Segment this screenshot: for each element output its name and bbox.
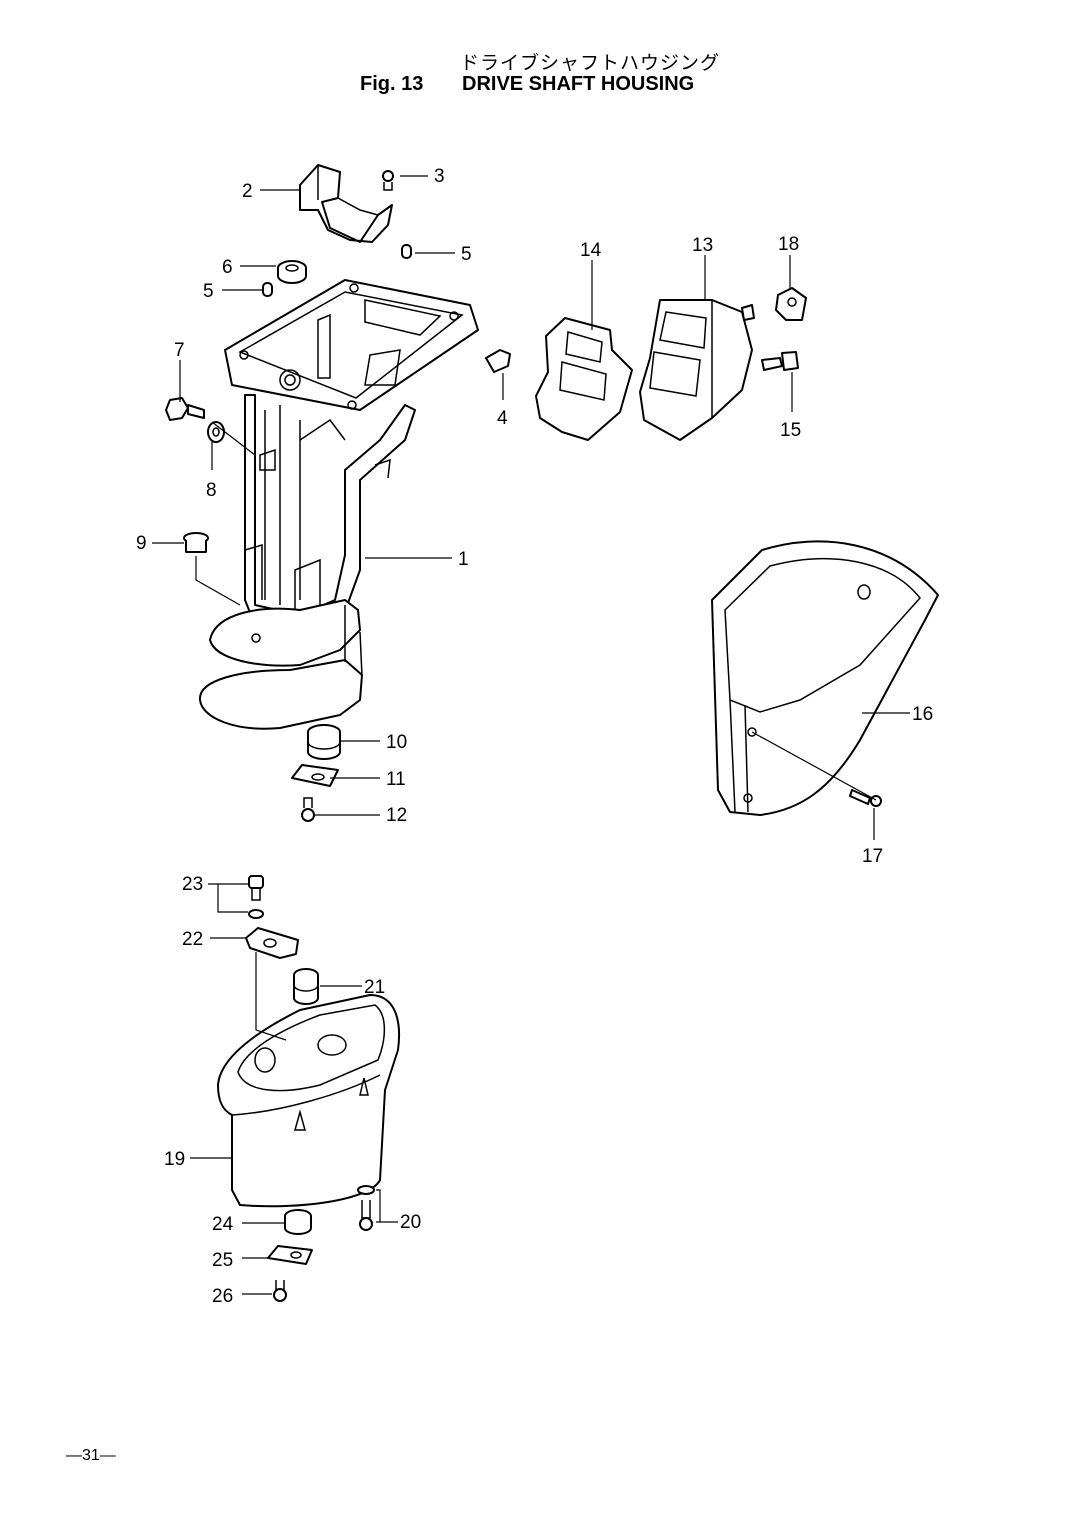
callout-19: 19 <box>164 1149 185 1170</box>
callout-10: 10 <box>386 732 407 753</box>
callout-11: 11 <box>386 769 406 790</box>
part-12-bolt <box>301 797 315 822</box>
part-19-lower-housing <box>217 994 401 1208</box>
part-7-bolt <box>165 397 205 421</box>
callout-26: 26 <box>212 1286 233 1307</box>
part-8-washer <box>207 421 225 443</box>
callout-15: 15 <box>780 420 801 441</box>
callout-1: 1 <box>458 549 469 570</box>
callout-14: 14 <box>580 240 602 261</box>
part-23-bolt <box>248 875 264 919</box>
callout-20: 20 <box>400 1212 421 1233</box>
part-3-screw <box>382 170 394 191</box>
callout-24: 24 <box>212 1214 234 1235</box>
callout-2: 2 <box>242 181 253 202</box>
part-5-pin-left <box>262 282 273 297</box>
part-21-grommet <box>293 968 319 1005</box>
part-6-grommet <box>277 260 307 284</box>
part-14-gasket <box>535 317 633 441</box>
part-11-plate <box>291 764 339 787</box>
callout-18: 18 <box>778 234 799 255</box>
part-2-bracket <box>299 164 393 243</box>
part-13-manifold <box>639 299 755 441</box>
part-15-bolt <box>761 351 799 371</box>
part-20-bolt-washer <box>357 1185 375 1231</box>
callout-22: 22 <box>182 929 203 950</box>
callout-17: 17 <box>862 846 883 867</box>
callout-23: 23 <box>182 874 203 895</box>
part-5-pin-right <box>401 244 412 259</box>
part-22-gasket <box>245 927 299 959</box>
callout-7: 7 <box>174 340 185 361</box>
leader-lines <box>152 175 910 1295</box>
callout-6: 6 <box>222 257 233 278</box>
callout-4: 4 <box>497 408 508 429</box>
part-26-bolt <box>273 1280 287 1302</box>
part-9-plug <box>183 532 209 553</box>
part-18-block <box>775 287 807 321</box>
part-10-mount-rubber <box>307 724 341 760</box>
page-number: —31— <box>66 1447 116 1464</box>
part-25-plate <box>267 1245 313 1265</box>
part-4-plug <box>485 349 511 373</box>
title-japanese: ドライブシャフトハウジング <box>460 52 721 74</box>
part-17-screw <box>849 789 882 807</box>
part-16-cover <box>711 540 939 816</box>
part-24-rubber <box>284 1209 312 1235</box>
part-1-drive-shaft-housing <box>198 279 479 730</box>
callout-13: 13 <box>692 235 713 256</box>
callout-5-right: 5 <box>461 244 472 265</box>
figure-number: Fig. 13 <box>360 73 424 95</box>
callout-21: 21 <box>364 977 385 998</box>
callout-3: 3 <box>434 166 445 187</box>
callout-labels: 1 2 3 4 5 5 6 7 8 9 10 11 12 13 14 15 16… <box>136 166 933 1307</box>
callout-9: 9 <box>136 533 147 554</box>
callout-5-left: 5 <box>203 281 214 302</box>
callout-8: 8 <box>206 480 217 501</box>
callout-25: 25 <box>212 1250 233 1271</box>
callout-12: 12 <box>386 805 407 826</box>
title-english: DRIVE SHAFT HOUSING <box>462 73 695 95</box>
callout-16: 16 <box>912 704 933 725</box>
